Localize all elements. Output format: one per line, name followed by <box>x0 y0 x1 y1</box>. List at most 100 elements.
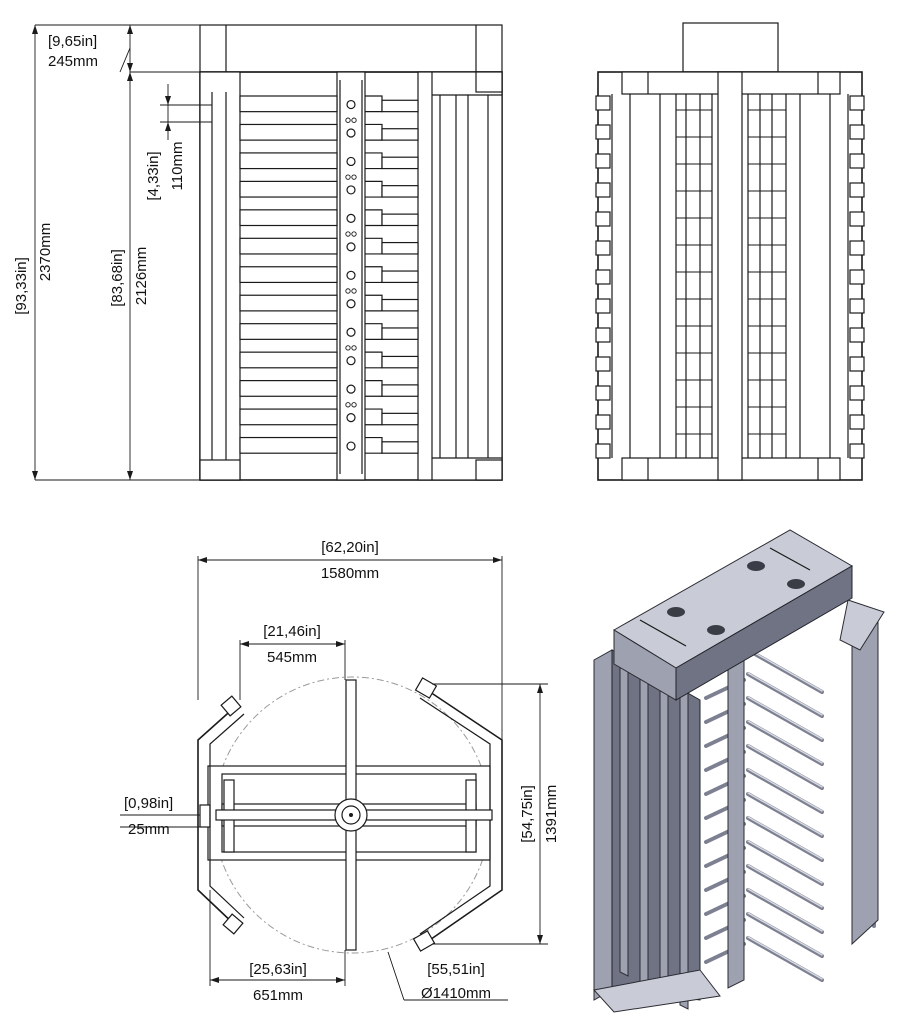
side-tab-right <box>849 327 865 343</box>
front-column-bolt <box>351 117 357 123</box>
iso-bar-highlight <box>747 720 823 764</box>
front-column-bolt <box>345 288 351 294</box>
side-tab-right <box>849 211 865 227</box>
side-tab-right <box>849 385 865 401</box>
front-column-hole <box>346 270 356 280</box>
front-bar-right-stub <box>365 436 383 454</box>
front-column-bolt <box>345 117 351 123</box>
front-dimension-lines <box>32 24 212 481</box>
side-tab-right <box>849 356 865 372</box>
side-tab-left <box>595 298 611 314</box>
front-bar-left <box>239 266 338 284</box>
front-column-bolt <box>351 231 357 237</box>
side-tab-right <box>849 269 865 285</box>
front-bar-right <box>381 412 419 426</box>
side-tab-left <box>595 240 611 256</box>
front-column-hole <box>346 327 356 337</box>
front-column-hole <box>346 356 356 366</box>
dim-half-width-metric: 651mm <box>253 987 303 1004</box>
dim-post-offset-metric: 25mm <box>128 821 170 838</box>
front-column-bolt <box>345 345 351 351</box>
front-column-bolt <box>345 402 351 408</box>
side-tab-array <box>595 95 865 459</box>
front-bar-right <box>381 156 419 170</box>
iso-bar <box>746 840 824 886</box>
iso-bar <box>746 864 824 910</box>
side-tab-right <box>849 298 865 314</box>
iso-bar-highlight <box>747 816 823 860</box>
iso-bar <box>746 768 824 814</box>
front-column-bolt <box>345 174 351 180</box>
front-bar-right-stub <box>365 95 383 113</box>
front-column-hole <box>346 156 356 167</box>
side-tab-right <box>849 124 865 140</box>
dim-depth-metric: 1391mm <box>543 785 560 843</box>
iso-bar <box>746 888 824 934</box>
side-tab-right <box>849 182 865 198</box>
front-bar-right <box>381 241 419 255</box>
front-bar-left <box>239 180 338 198</box>
front-bar-right <box>381 384 419 397</box>
iso-bar <box>746 792 824 838</box>
front-bar-right-stub <box>365 180 383 198</box>
dim-overall-width-metric: 1580mm <box>321 565 379 582</box>
iso-left-post <box>659 677 669 999</box>
dim-total-height-metric: 2370mm <box>37 223 54 281</box>
side-tab-left <box>595 124 611 140</box>
dim-rotor-diameter-metric: Ø1410mm <box>421 985 491 1002</box>
dim-frame-height-metric: 2126mm <box>133 247 150 305</box>
front-bar-right-stub <box>365 237 383 255</box>
side-top-box <box>682 22 779 73</box>
side-tab-left <box>595 182 611 198</box>
front-column-hole <box>346 242 356 252</box>
iso-bar <box>746 912 824 958</box>
front-column-hole <box>346 384 356 394</box>
iso-bar-highlight <box>747 912 823 956</box>
front-column-hole <box>346 441 356 451</box>
dim-top-box-metric: 245mm <box>48 53 98 70</box>
front-bar-right <box>381 298 419 312</box>
front-bar-left <box>239 152 338 170</box>
front-elevation-view: [93,33in] 2370mm [9,65in] 245mm [83,68in… <box>13 24 503 481</box>
iso-bar-highlight <box>747 648 823 692</box>
dim-rotor-arm-imperial: [21,46in] <box>263 623 321 640</box>
iso-left-post <box>639 666 649 988</box>
front-bar-right-stub <box>365 408 383 426</box>
dim-rotor-diameter-imperial: [55,51in] <box>427 961 485 978</box>
iso-bar-highlight <box>747 792 823 836</box>
side-elevation-view <box>595 22 865 481</box>
side-tab-right <box>849 443 865 459</box>
front-bar-right <box>381 270 419 284</box>
iso-bar-highlight <box>747 768 823 812</box>
front-bar-right <box>381 185 419 198</box>
front-column-hole <box>346 128 356 138</box>
front-bar-left <box>239 294 338 312</box>
front-bar-right-stub <box>365 209 383 227</box>
front-bar-left <box>239 351 338 369</box>
front-column-hole <box>346 185 356 195</box>
iso-bar-highlight <box>747 888 823 932</box>
iso-bar-highlight <box>747 864 823 908</box>
dim-bar-spacing-metric: 110mm <box>169 142 186 191</box>
front-bar-left <box>239 95 338 113</box>
plan-wing-right <box>412 677 503 952</box>
front-bar-right-stub <box>365 294 383 312</box>
side-tab-left <box>595 211 611 227</box>
front-column-hole <box>346 213 356 223</box>
front-bar-left <box>239 237 338 255</box>
front-bar-right-stub <box>365 152 383 170</box>
iso-bar-highlight <box>747 696 823 740</box>
front-column-hole <box>346 413 356 423</box>
plan-dimension-lines <box>120 556 548 1001</box>
isometric-view <box>593 529 885 1013</box>
front-bar-right <box>381 327 419 340</box>
iso-bar-highlight <box>747 936 823 980</box>
front-bar-left <box>239 408 338 426</box>
front-bar-right-stub <box>365 323 383 340</box>
front-column-hole <box>346 99 356 110</box>
iso-bar <box>746 744 824 790</box>
iso-bar <box>746 936 824 982</box>
side-tab-right <box>849 240 865 256</box>
front-column-bolt <box>345 231 351 237</box>
